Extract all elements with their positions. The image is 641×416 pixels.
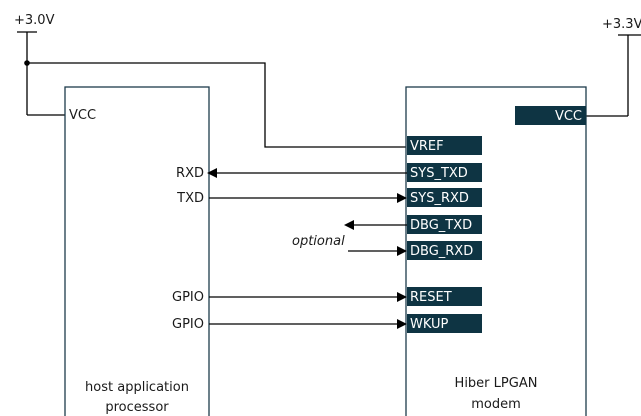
vref-wire [27,62,407,148]
modem-pin-sys-rxd-label: SYS_RXD [410,191,469,206]
host-title-line1: host application [85,380,189,395]
right-power-rail-label: +3.3V [602,17,641,32]
modem-pin-wkup [407,314,482,333]
modem-pin-reset-label: RESET [410,290,452,305]
modem-pin-sys-rxd [407,188,482,207]
modem-pin-dbg-txd [407,215,482,234]
host-vcc-label: VCC [69,108,96,123]
modem-title-line1: Hiber LPGAN [455,376,538,391]
wkup-arrowhead [397,319,407,329]
modem-pin-reset [407,287,482,306]
modem-pin-vref [407,136,482,155]
modem-pin-dbg-txd-label: DBG_TXD [410,218,472,233]
modem-pin-vref-label: VREF [410,139,444,154]
optional-note: optional [292,234,345,249]
modem-pin-dbg-rxd-label: DBG_RXD [410,244,473,259]
rxd-arrowhead [207,168,217,178]
host-pin-rxd-label: RXD [176,166,204,181]
reset-arrowhead [397,292,407,302]
host-processor-box [64,86,210,416]
host-pin-gpio-label: GPIO [172,317,204,332]
modem-pin-dbg-rxd [407,241,482,260]
modem-pin-sys-txd-label: SYS_TXD [410,166,468,181]
dbg-txd-arrowhead [344,220,354,230]
modem-pin-wkup-label: WKUP [410,317,449,332]
modem-vcc-label: VCC [555,109,582,124]
modem-title-line2: modem [471,397,521,412]
host-pin-txd-label: TXD [176,191,204,206]
dbg-rxd-arrowhead [397,246,407,256]
host-title-line2: processor [105,400,169,415]
modem-pin-sys-txd [407,163,482,182]
txd-arrowhead [397,193,407,203]
modem-vcc-pin [515,106,586,125]
host-pin-gpio-label: GPIO [172,290,204,305]
left-power-rail-label: +3.0V [14,13,55,28]
